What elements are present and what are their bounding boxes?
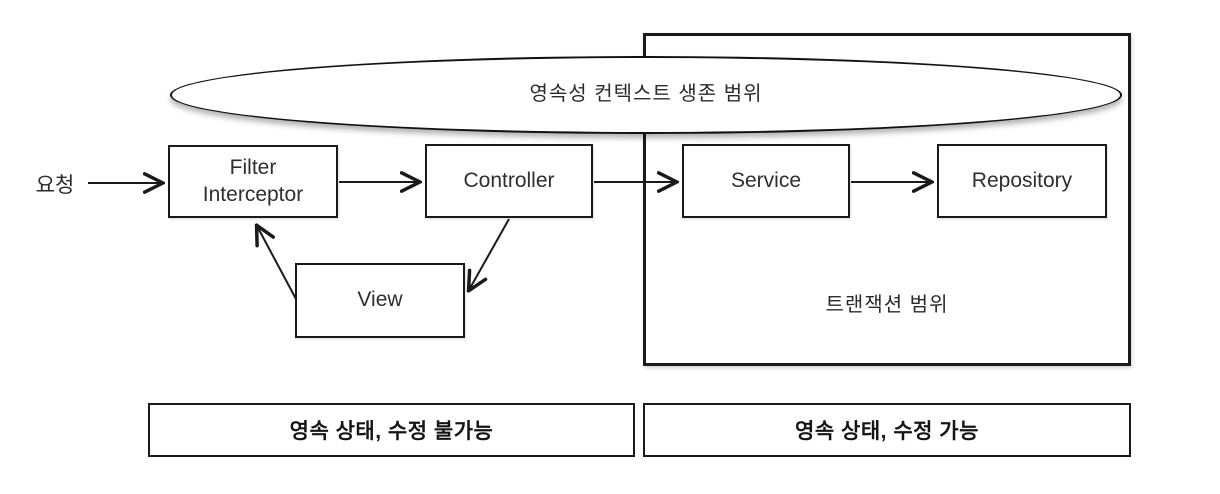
request-label: 요청 bbox=[35, 174, 75, 197]
legend-right-box: 영속 상태, 수정 가능 bbox=[643, 403, 1131, 457]
legend-left-box: 영속 상태, 수정 불가능 bbox=[148, 403, 635, 457]
arrow-view-to-filter bbox=[257, 226, 297, 300]
legend-left-label: 영속 상태, 수정 불가능 bbox=[289, 420, 494, 443]
arrow-controller-to-view bbox=[469, 218, 510, 290]
persistence-context-label: 영속성 컨텍스트 생존 범위 bbox=[529, 82, 763, 105]
service-label: Service bbox=[730, 168, 802, 192]
persistence-context-ellipse: 영속성 컨텍스트 생존 범위 bbox=[170, 56, 1122, 134]
repository-box: Repository bbox=[937, 144, 1107, 218]
view-label: View bbox=[357, 288, 403, 312]
controller-box: Controller bbox=[425, 144, 593, 218]
view-box: View bbox=[295, 263, 465, 338]
transaction-scope-label: 트랜잭션 범위 bbox=[825, 294, 949, 316]
filter-interceptor-box: Filter Interceptor bbox=[168, 145, 338, 218]
filter-interceptor-label-line2: Interceptor bbox=[202, 182, 304, 206]
filter-interceptor-label-line1: Filter bbox=[229, 156, 277, 180]
service-box: Service bbox=[682, 144, 850, 218]
legend-right-label: 영속 상태, 수정 가능 bbox=[795, 420, 979, 443]
repository-label: Repository bbox=[971, 168, 1073, 192]
controller-label: Controller bbox=[463, 168, 555, 192]
